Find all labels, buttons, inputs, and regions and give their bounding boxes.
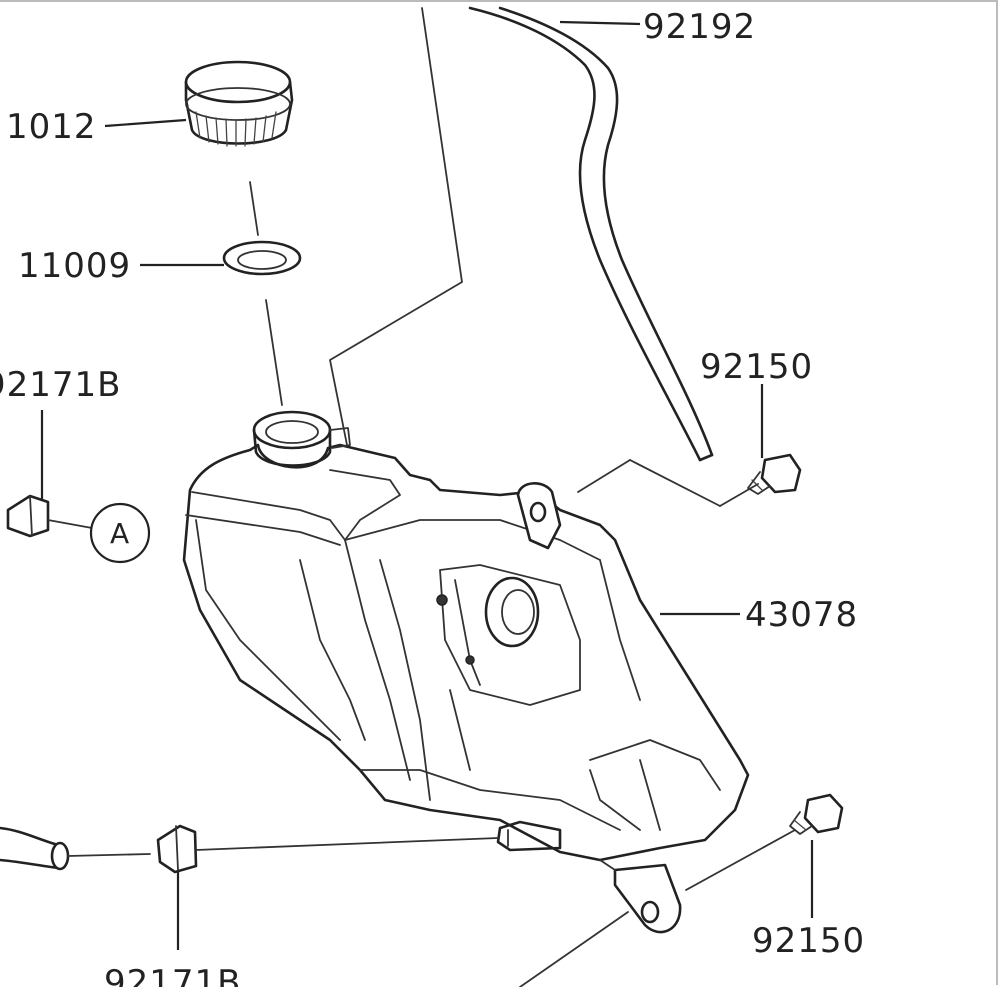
callout-92171b-top: 92171B xyxy=(0,365,121,405)
guide-line-upper xyxy=(329,7,463,471)
axis-cap-gasket xyxy=(249,181,259,236)
bolt-bottom xyxy=(685,793,844,891)
callout-1012: 1012 xyxy=(6,107,97,147)
overflow-hose xyxy=(468,6,714,462)
reference-marker-label: A xyxy=(110,517,129,550)
callout-92150-top: 92150 xyxy=(700,347,813,387)
lower-hose xyxy=(0,826,151,871)
clamp-bottom xyxy=(156,824,499,874)
callout-92171b-bottom: 92171B xyxy=(104,963,241,987)
gasket xyxy=(222,240,302,276)
guide-line-lower xyxy=(519,911,629,987)
clamp-top-left xyxy=(6,494,93,538)
axis-gasket-neck xyxy=(265,299,283,406)
callout-43078: 43078 xyxy=(745,595,858,635)
callout-92192: 92192 xyxy=(643,7,756,47)
filler-cap xyxy=(184,60,294,147)
callout-92150-bottom: 92150 xyxy=(752,921,865,961)
bolt-top xyxy=(577,453,802,507)
reference-marker-a xyxy=(89,502,151,564)
leader-lines xyxy=(40,20,814,950)
callout-11009: 11009 xyxy=(18,246,131,286)
reservoir-tank xyxy=(182,410,750,934)
